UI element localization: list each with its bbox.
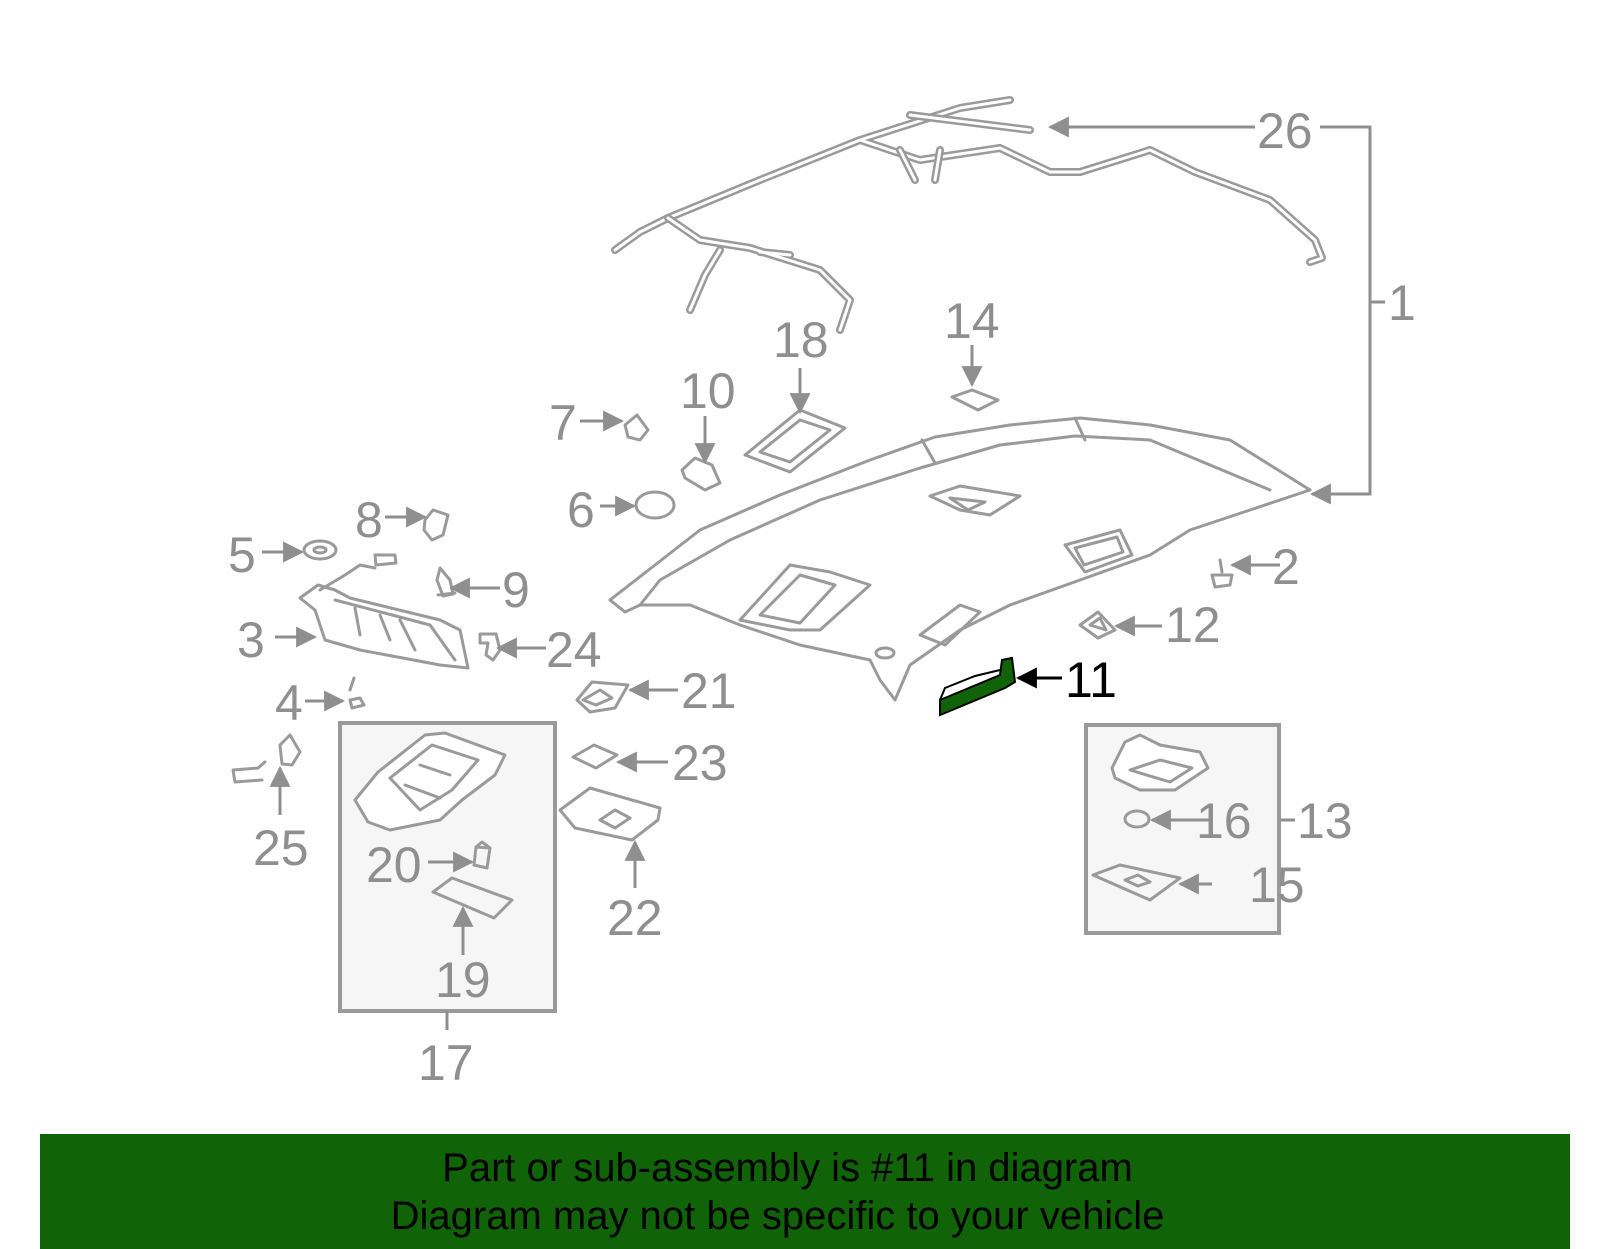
part-19 — [431, 876, 514, 920]
callout-16: 16 — [1196, 793, 1252, 849]
banner-line-2: Diagram may not be specific to your vehi… — [390, 1193, 1165, 1238]
sun-visor-part[interactable] — [298, 553, 470, 670]
part-7 — [623, 413, 650, 442]
info-banner: Part or sub-assembly is #11 in diagram D… — [40, 1134, 1570, 1249]
callout-22: 22 — [607, 890, 663, 946]
callout-6: 6 — [567, 482, 595, 538]
headliner-part[interactable] — [608, 416, 1312, 702]
callout-18: 18 — [773, 312, 829, 368]
callout-20: 20 — [366, 837, 422, 893]
part-4 — [348, 676, 366, 710]
callout-26: 26 — [1257, 103, 1313, 159]
part-8 — [422, 508, 450, 542]
part-2 — [1210, 558, 1234, 589]
callout-24: 24 — [546, 622, 602, 678]
callout-25: 25 — [253, 820, 309, 876]
part-20 — [472, 840, 492, 870]
part-25 — [231, 733, 302, 784]
part-18 — [743, 408, 847, 474]
part-14 — [950, 388, 1000, 412]
callout-17: 17 — [418, 1035, 474, 1091]
highlighted-part-11[interactable] — [939, 656, 1017, 717]
callout-8: 8 — [355, 492, 383, 548]
callout-9: 9 — [502, 562, 530, 618]
callout-23: 23 — [672, 735, 728, 791]
part-9 — [435, 566, 457, 598]
callout-13: 13 — [1297, 793, 1353, 849]
callout-19: 19 — [435, 952, 491, 1008]
part-6 — [634, 490, 676, 520]
callout-21: 21 — [681, 663, 737, 719]
part-23 — [571, 743, 619, 770]
part-24 — [478, 632, 502, 662]
bracket-1 — [1320, 125, 1372, 496]
reading-lamp-part[interactable] — [1091, 733, 1210, 902]
callout-1: 1 — [1388, 275, 1416, 331]
dome-lamp-part[interactable] — [353, 731, 514, 920]
part-10 — [680, 456, 722, 492]
part-16 — [1123, 809, 1151, 829]
callout-12: 12 — [1165, 597, 1221, 653]
callout-3: 3 — [237, 612, 265, 668]
callout-5: 5 — [228, 527, 256, 583]
wire-harness-part[interactable] — [611, 96, 1326, 334]
leader-lines — [262, 116, 1370, 1030]
callout-10: 10 — [680, 363, 736, 419]
callout-15: 15 — [1249, 857, 1305, 913]
part-5 — [302, 539, 338, 561]
part-22 — [558, 786, 662, 842]
part-12 — [1078, 610, 1117, 640]
callout-11: 11 — [1065, 652, 1117, 708]
callout-14: 14 — [944, 293, 1000, 349]
callout-labels: 26 1 14 18 10 7 6 8 5 2 9 12 3 24 11 4 2… — [228, 103, 1416, 1091]
callout-7: 7 — [549, 395, 577, 451]
banner-line-1: Part or sub-assembly is #11 in diagram — [442, 1145, 1133, 1190]
callout-4: 4 — [275, 675, 303, 731]
callout-2: 2 — [1272, 539, 1300, 595]
part-21 — [575, 680, 630, 714]
